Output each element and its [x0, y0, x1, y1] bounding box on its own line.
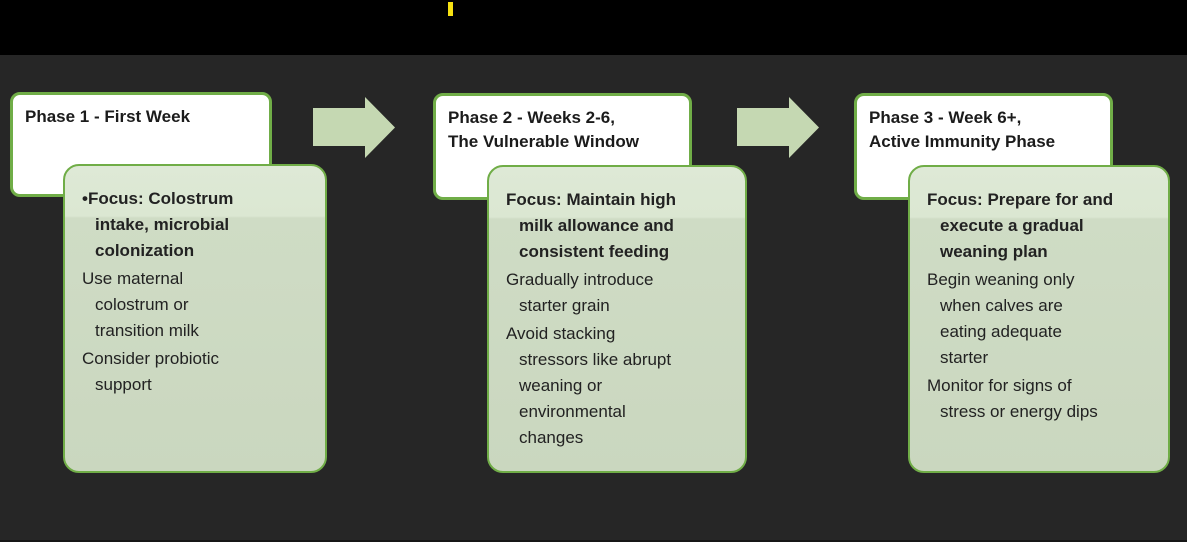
top-bar [0, 0, 1187, 55]
phase-3-point: Begin weaning only when calves are eatin… [927, 270, 1075, 367]
phase-2-point: Gradually introduce starter grain [506, 270, 654, 315]
phase-3-focus: Focus: Prepare for and execute a gradual… [927, 190, 1114, 261]
phase-2-point: Avoid stacking stressors like abrupt wea… [506, 324, 672, 447]
phase-1-point: Consider probiotic support [82, 349, 220, 394]
phase-1-point: Use maternal colostrum or transition mil… [82, 269, 199, 340]
phase-1-title: Phase 1 - First Week [25, 107, 191, 126]
phase-3-body-box[interactable]: Focus: Prepare for and execute a gradual… [908, 165, 1170, 473]
phase-2-focus: Focus: Maintain high milk allowance and … [506, 190, 676, 261]
phase-1-body-box[interactable]: •Focus: Colostrum intake, microbial colo… [63, 164, 327, 473]
phase-2-body-box[interactable]: Focus: Maintain high milk allowance and … [487, 165, 747, 473]
bottom-edge [0, 540, 1187, 542]
text-caret [448, 2, 453, 16]
phase-2-title: Phase 2 - Weeks 2-6, The Vulnerable Wind… [448, 108, 639, 151]
phase-1-focus: •Focus: Colostrum intake, microbial colo… [82, 189, 234, 260]
arrow-right-1-icon[interactable] [313, 97, 395, 158]
phase-3-point: Monitor for signs of stress or energy di… [927, 376, 1098, 421]
arrow-right-2-icon[interactable] [737, 97, 819, 158]
phase-3-title: Phase 3 - Week 6+, Active Immunity Phase [869, 108, 1056, 151]
